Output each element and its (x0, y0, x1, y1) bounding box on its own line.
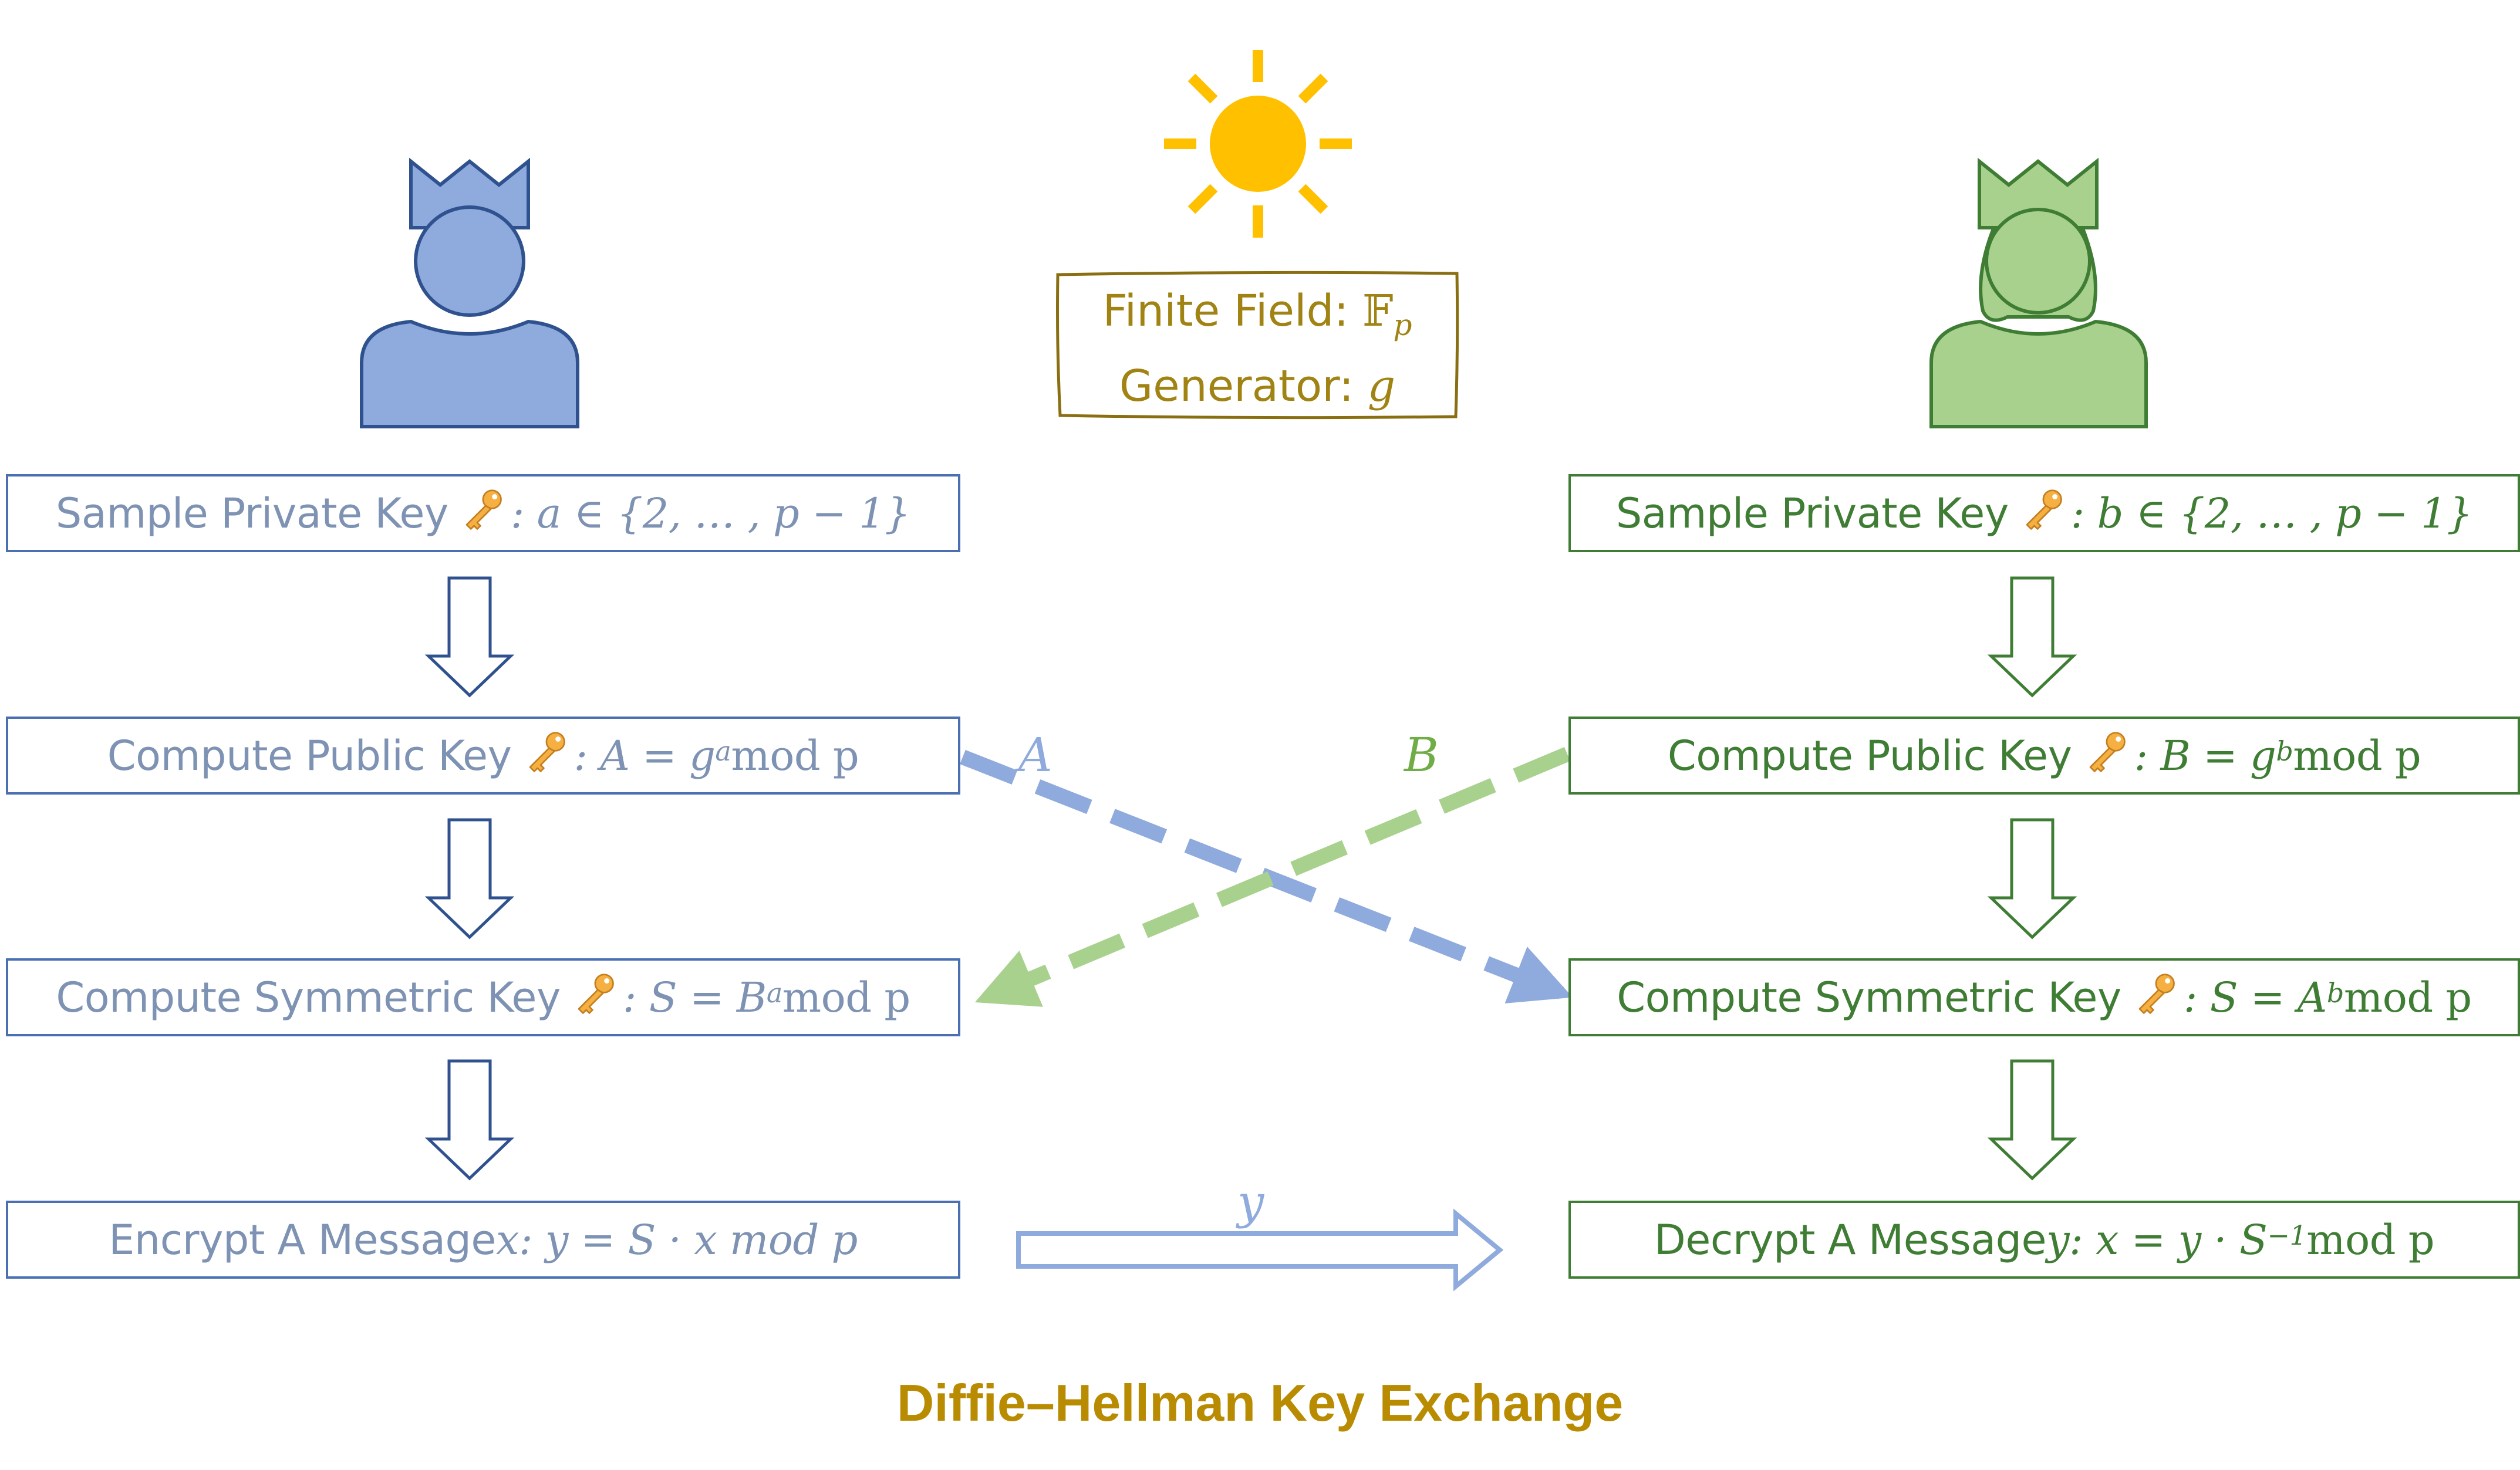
queen-avatar-icon (1929, 157, 2148, 428)
step-formula: : y = S · x mod p (518, 1215, 858, 1264)
finite-field-symbol: 𝔽 (1362, 286, 1394, 336)
parameter-box-border (1056, 271, 1459, 420)
bob-decrypt-message-box: Decrypt A Message y: x = y · S−1 mod p (1568, 1201, 2520, 1279)
step-label: Sample Private Key (1615, 489, 2009, 538)
finite-field-subscript: p (1393, 307, 1412, 342)
step-modulus: mod p (2293, 731, 2421, 780)
down-arrow-icon (424, 1059, 515, 1181)
step-label: Compute Public Key (1667, 731, 2072, 780)
label-public-key-a: A (1018, 728, 1052, 782)
message-arrow (1016, 1208, 1504, 1292)
key-icon (2089, 731, 2126, 772)
step-formula: : x = y · S (2069, 1215, 2268, 1264)
step-formula: : S = A (2183, 973, 2327, 1022)
step-variable: y (2046, 1215, 2070, 1264)
step-formula: : a ∈ {2, … , p − 1} (510, 489, 911, 538)
step-formula: : B = g (2134, 731, 2276, 780)
down-arrow-icon (1987, 576, 2077, 698)
alice-sample-private-key-box: Sample Private Key : a ∈ {2, … , p − 1} (6, 474, 960, 552)
down-arrow-icon (424, 576, 515, 698)
public-key-b-arrow (974, 747, 1571, 1007)
parameter-box: Finite Field: 𝔽p Generator: g (1058, 281, 1457, 417)
step-label: Decrypt A Message (1654, 1215, 2047, 1264)
step-label: Compute Public Key (107, 731, 512, 780)
sun-icon (1164, 50, 1352, 238)
down-arrow-icon (1987, 818, 2077, 940)
step-exponent: b (2276, 735, 2293, 767)
generator-label: Generator: (1119, 360, 1368, 411)
generator-symbol: g (1367, 360, 1396, 411)
down-arrow-icon (1987, 1059, 2077, 1181)
king-avatar-icon (360, 157, 579, 428)
label-message-y: y (1237, 1175, 1264, 1229)
down-arrow-icon (424, 818, 515, 940)
generator-line: Generator: g (1058, 356, 1457, 417)
step-label: Compute Symmetric Key (56, 973, 561, 1022)
key-icon (465, 489, 502, 530)
step-formula: : S = B (622, 973, 767, 1022)
step-modulus: mod p (2343, 973, 2472, 1022)
label-public-key-b: B (1404, 728, 1439, 782)
finite-field-line: Finite Field: 𝔽p (1058, 281, 1457, 356)
finite-field-label: Finite Field: (1102, 286, 1362, 336)
key-icon (529, 731, 565, 772)
alice-flow-arrows (424, 576, 515, 1181)
step-exponent: a (766, 976, 782, 1009)
step-formula: : b ∈ {2, … , p − 1} (2070, 489, 2473, 538)
key-icon (2026, 489, 2062, 530)
step-exponent: b (2326, 976, 2344, 1009)
key-icon (2138, 973, 2175, 1014)
step-modulus: mod p (782, 973, 910, 1022)
step-formula: : A = g (574, 731, 716, 780)
step-variable: x (496, 1215, 519, 1264)
step-label: Compute Symmetric Key (1617, 973, 2121, 1022)
step-modulus: mod p (2306, 1215, 2435, 1264)
step-modulus: mod p (731, 731, 859, 780)
step-label: Encrypt A Message (109, 1215, 496, 1264)
alice-encrypt-message-box: Encrypt A Message x: y = S · x mod p (6, 1201, 960, 1279)
step-exponent: a (715, 735, 731, 767)
step-label: Sample Private Key (55, 489, 448, 538)
step-exponent: −1 (2267, 1219, 2307, 1251)
bob-sample-private-key-box: Sample Private Key : b ∈ {2, … , p − 1} (1568, 474, 2520, 552)
diagram-title: Diffie–Hellman Key Exchange (896, 1374, 1624, 1432)
bob-flow-arrows (1987, 576, 2077, 1181)
key-icon (578, 973, 614, 1014)
